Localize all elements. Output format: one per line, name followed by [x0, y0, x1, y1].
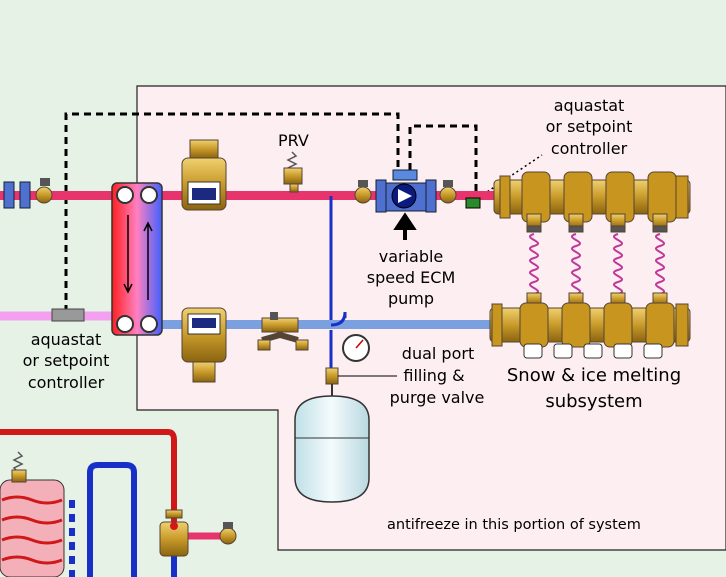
- svg-text:controller: controller: [551, 139, 628, 158]
- svg-text:filling &: filling &: [403, 366, 464, 385]
- aquastat-label-left: aquastat or setpoint controller: [23, 330, 110, 392]
- svg-text:variable: variable: [379, 247, 444, 266]
- svg-text:or setpoint: or setpoint: [23, 351, 110, 370]
- heat-exchanger: [111, 182, 163, 336]
- pressure-gauge: [342, 334, 370, 362]
- hot-inlet-pipe: [0, 191, 118, 200]
- prv-label: PRV: [278, 131, 309, 150]
- pump-arrow: [393, 212, 417, 240]
- expansion-tank: [294, 367, 370, 503]
- pump-label: variable speed ECM pump: [367, 247, 456, 308]
- aquastat-label-right: aquastat or setpoint controller: [546, 96, 633, 158]
- boiler-tank: [0, 451, 65, 577]
- svg-text:purge valve: purge valve: [390, 388, 485, 407]
- aquastat-sensor-left: [51, 308, 85, 322]
- mixing-valve: [159, 509, 237, 557]
- svg-text:aquastat: aquastat: [554, 96, 625, 115]
- svg-text:or setpoint: or setpoint: [546, 117, 633, 136]
- prv-valve: [283, 151, 303, 193]
- supply-pipe: [160, 191, 500, 200]
- svg-text:controller: controller: [28, 373, 105, 392]
- dirt-separator-bottom: [181, 307, 227, 383]
- air-separator-top: [181, 139, 227, 211]
- svg-text:aquastat: aquastat: [31, 330, 102, 349]
- return-pipe: [160, 320, 495, 329]
- svg-text:speed ECM: speed ECM: [367, 268, 456, 287]
- svg-text:Snow & ice melting: Snow & ice melting: [507, 365, 681, 386]
- supply-manifold: [493, 171, 691, 233]
- return-manifold: [489, 302, 691, 359]
- control-wiring: [64, 112, 478, 312]
- svg-text:subsystem: subsystem: [545, 391, 642, 412]
- svg-text:dual port: dual port: [402, 344, 474, 363]
- left-valve: [3, 178, 53, 209]
- fill-purge-valve: [257, 312, 309, 351]
- circulator-pump: [354, 169, 481, 213]
- melt-tubing-coils: [529, 233, 665, 295]
- svg-text:pump: pump: [388, 289, 434, 308]
- fill-valve-label: dual port filling & purge valve: [390, 344, 485, 407]
- coil-connectors: [526, 292, 668, 306]
- subsystem-label: Snow & ice melting subsystem: [507, 365, 681, 412]
- antifreeze-note: antifreeze in this portion of system: [387, 517, 641, 533]
